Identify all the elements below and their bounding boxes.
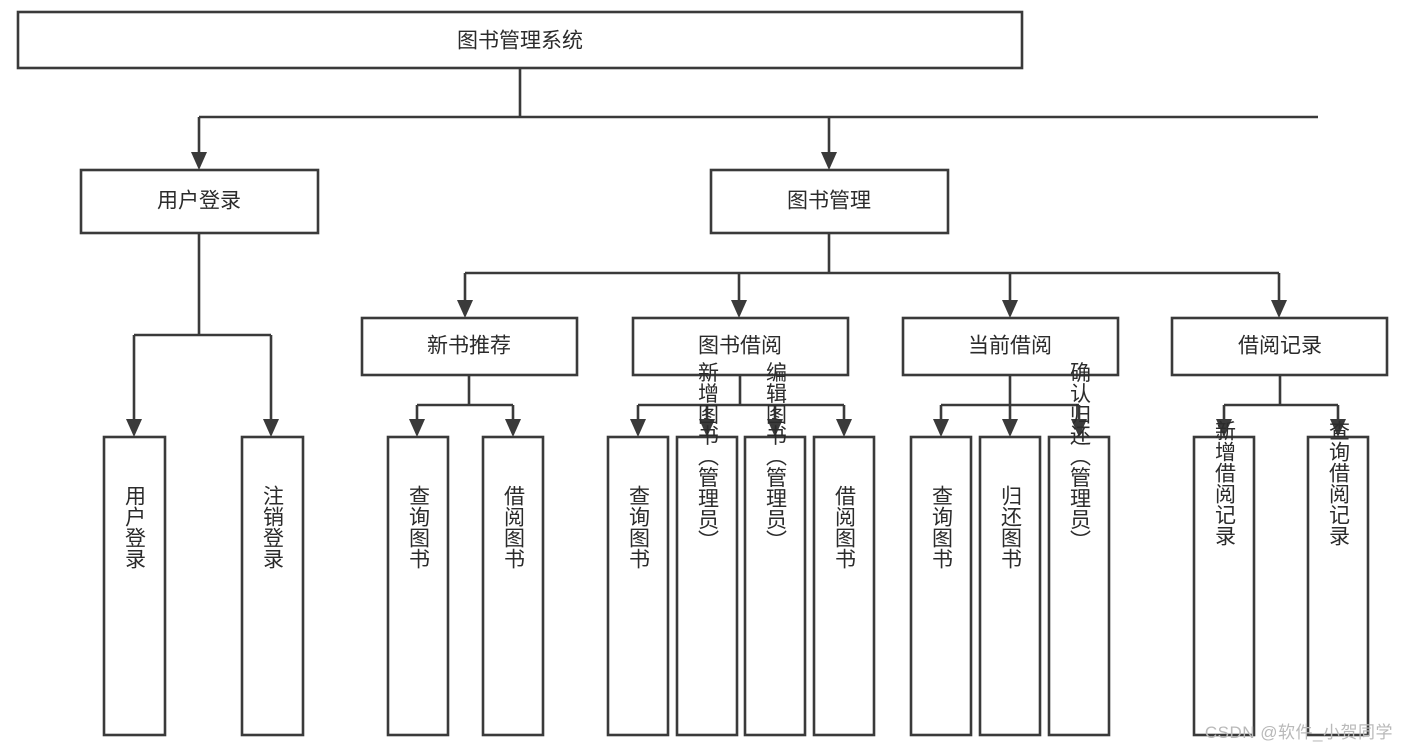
node-leaf[interactable]: 确认归还（管理员） — [1047, 362, 1111, 737]
node-leaf-box[interactable] — [743, 435, 807, 737]
node-leaf[interactable]: 借阅图书 — [481, 435, 545, 737]
node-user-login-box[interactable] — [79, 168, 320, 235]
arrow-icon — [1002, 419, 1018, 437]
node-leaf[interactable]: 查询图书 — [909, 435, 973, 737]
node-new-book-recommend-box[interactable] — [360, 316, 579, 377]
node-leaf-label: 新增图书（管理员） — [696, 362, 720, 551]
connector-bookborrow-to-leaves — [630, 375, 852, 437]
node-leaf[interactable]: 查询图书 — [386, 435, 450, 737]
arrow-icon — [126, 419, 142, 437]
node-leaf-box[interactable] — [481, 435, 545, 737]
node-leaf[interactable]: 新增借阅记录 — [1192, 420, 1256, 737]
node-leaf[interactable]: 编辑图书（管理员） — [743, 362, 807, 737]
node-leaf-box[interactable] — [812, 435, 876, 737]
node-leaf[interactable]: 查询借阅记录 — [1306, 420, 1370, 737]
node-leaf-label: 确认归还（管理员） — [1068, 362, 1092, 551]
node-leaf-box[interactable] — [978, 435, 1042, 737]
node-user-login[interactable]: 用户登录 — [79, 168, 320, 235]
node-current-borrow[interactable]: 当前借阅 — [901, 316, 1120, 377]
arrow-icon — [731, 300, 747, 318]
node-borrow-record-box[interactable] — [1170, 316, 1389, 377]
node-leaf-label: 查询图书 — [407, 485, 431, 569]
node-book-borrow-box[interactable] — [631, 316, 850, 377]
node-leaf[interactable]: 注销登录 — [240, 435, 305, 737]
arrow-icon — [933, 419, 949, 437]
arrow-icon — [191, 152, 207, 170]
connector-borrowrecord-to-leaves — [1216, 375, 1346, 437]
node-leaf-label: 归还图书 — [999, 485, 1023, 569]
arrow-icon — [263, 419, 279, 437]
node-borrow-record-label: 借阅记录 — [1238, 335, 1322, 358]
node-user-login-label: 用户登录 — [157, 190, 241, 213]
arrow-icon — [457, 300, 473, 318]
arrow-icon — [630, 419, 646, 437]
node-leaf[interactable]: 借阅图书 — [812, 435, 876, 737]
node-book-borrow[interactable]: 图书借阅 — [631, 316, 850, 377]
node-leaf-box[interactable] — [1047, 435, 1111, 737]
arrow-icon — [1271, 300, 1287, 318]
node-root[interactable]: 图书管理系统 — [16, 10, 1024, 70]
node-root-box[interactable] — [16, 10, 1024, 70]
node-leaf-label: 查询图书 — [930, 485, 954, 569]
node-leaf-label: 用户登录 — [123, 485, 147, 569]
connector-root-to-level2 — [191, 68, 1318, 170]
node-leaf-label: 查询图书 — [627, 485, 651, 569]
node-book-borrow-label: 图书借阅 — [698, 335, 782, 358]
node-leaf-box[interactable] — [1306, 435, 1370, 737]
node-leaf-label: 查询借阅记录 — [1327, 420, 1351, 546]
node-leaf[interactable]: 用户登录 — [102, 435, 167, 737]
connector-userlogin-to-leaves — [126, 233, 279, 437]
arrow-icon — [505, 419, 521, 437]
node-leaf-box[interactable] — [606, 435, 670, 737]
node-leaf-box[interactable] — [240, 435, 305, 737]
node-leaf-box[interactable] — [102, 435, 167, 737]
node-leaf-box[interactable] — [909, 435, 973, 737]
node-leaf[interactable]: 新增图书（管理员） — [675, 362, 739, 737]
node-new-book-recommend[interactable]: 新书推荐 — [360, 316, 579, 377]
connector-newbook-to-leaves — [409, 375, 521, 437]
node-new-book-recommend-label: 新书推荐 — [427, 335, 511, 358]
node-root-label: 图书管理系统 — [457, 30, 583, 53]
node-borrow-record[interactable]: 借阅记录 — [1170, 316, 1389, 377]
node-leaf[interactable]: 归还图书 — [978, 435, 1042, 737]
arrow-icon — [821, 152, 837, 170]
connector-currentborrow-to-leaves — [933, 375, 1087, 437]
node-leaf-label: 注销登录 — [261, 485, 285, 569]
csdn-watermark: CSDN @软件_小贺同学 — [1204, 723, 1393, 742]
connector-bookmgmt-to-level3 — [457, 233, 1287, 318]
node-leaf-box[interactable] — [386, 435, 450, 737]
node-leaf[interactable]: 查询图书 — [606, 435, 670, 737]
arrow-icon — [836, 419, 852, 437]
node-current-borrow-box[interactable] — [901, 316, 1120, 377]
node-current-borrow-label: 当前借阅 — [968, 335, 1052, 358]
node-leaf-box[interactable] — [675, 435, 739, 737]
node-book-management[interactable]: 图书管理 — [709, 168, 950, 235]
node-leaf-box[interactable] — [1192, 435, 1256, 737]
node-leaf-label: 借阅图书 — [833, 485, 857, 569]
node-book-management-label: 图书管理 — [787, 190, 871, 213]
node-leaf-label: 借阅图书 — [502, 485, 526, 569]
node-leaf-label: 编辑图书（管理员） — [764, 362, 788, 551]
node-leaf-label: 新增借阅记录 — [1213, 420, 1237, 546]
node-book-management-box[interactable] — [709, 168, 950, 235]
arrow-icon — [1002, 300, 1018, 318]
arrow-icon — [409, 419, 425, 437]
